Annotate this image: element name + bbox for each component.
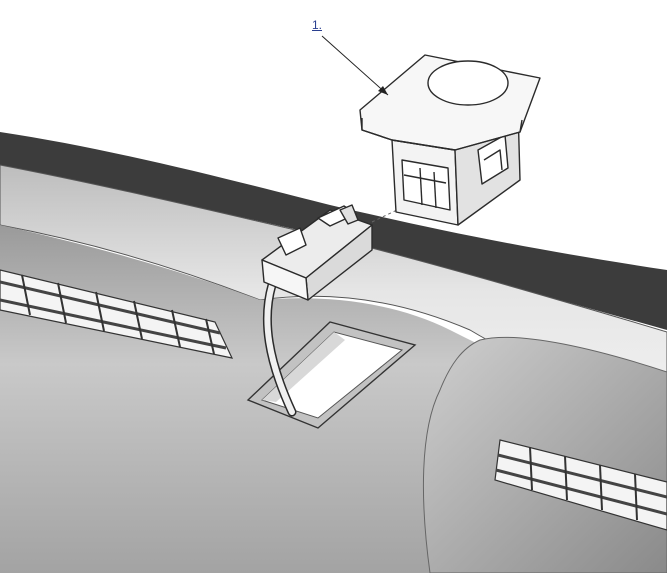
callout-arrowhead (378, 86, 388, 95)
right-vent-grille (494, 439, 667, 531)
wire-connector (261, 204, 373, 301)
switch-button (427, 60, 509, 106)
left-vent-grille (0, 269, 234, 359)
callout-label-1: 1. (312, 18, 323, 32)
callout-leader (321, 35, 389, 96)
switch-assembly (359, 54, 541, 226)
